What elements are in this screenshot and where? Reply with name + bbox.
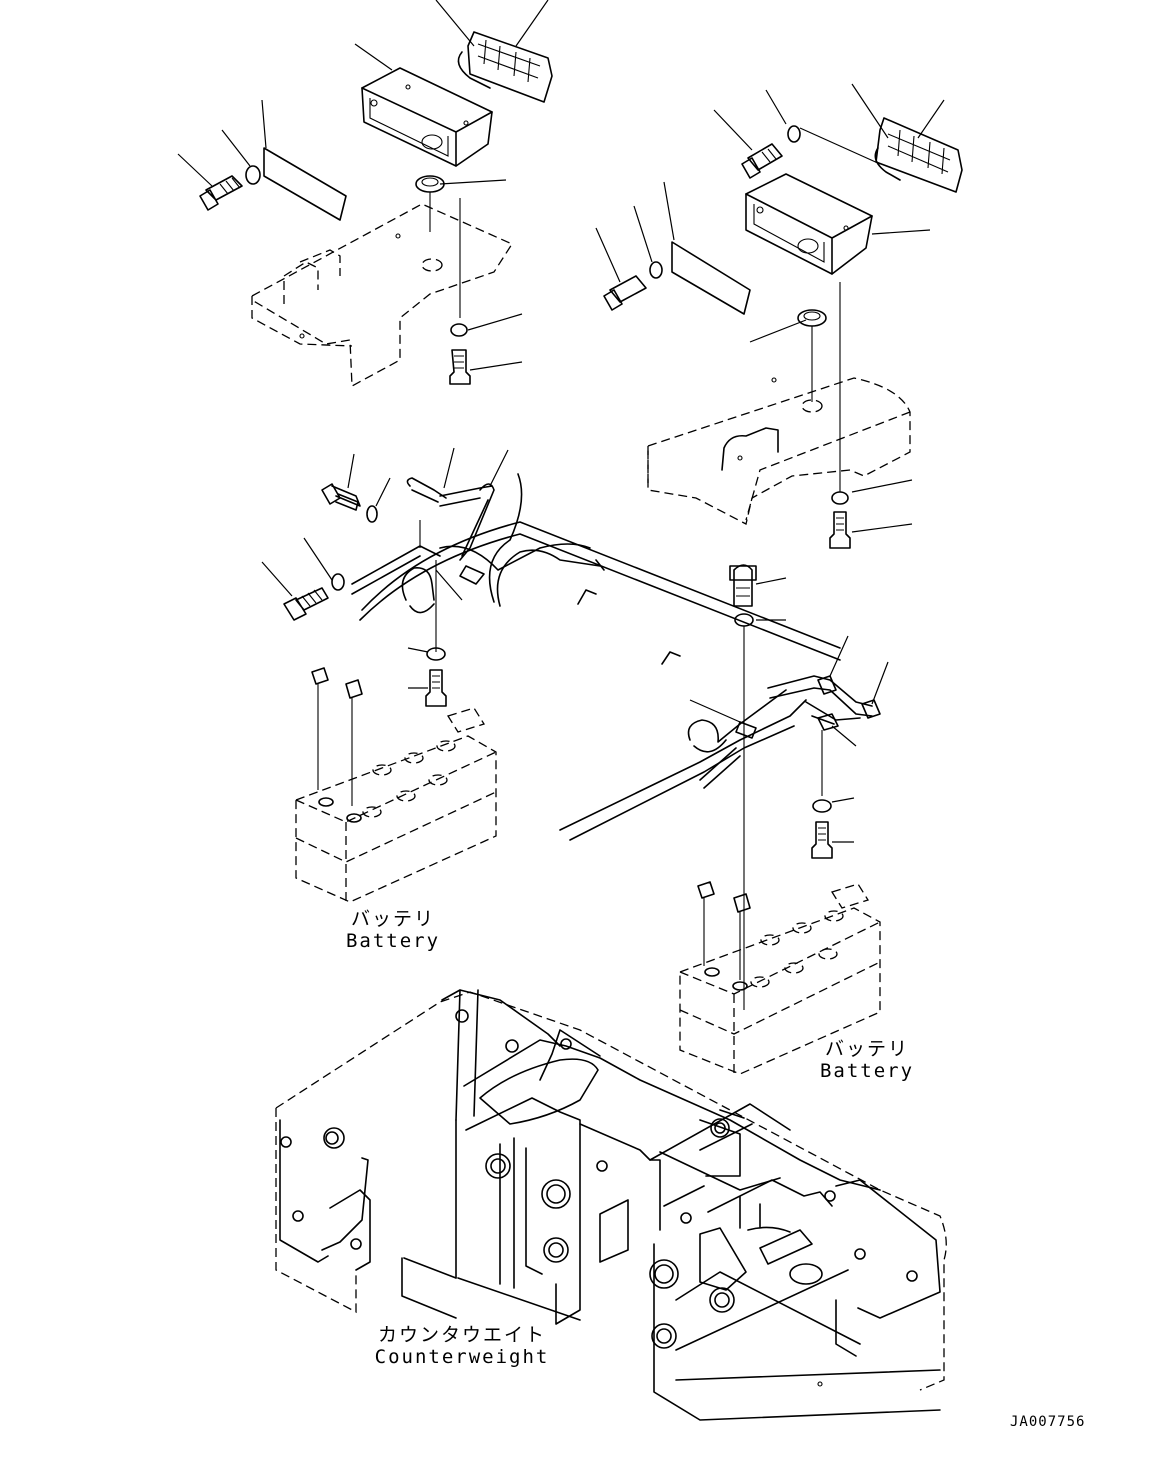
drawing-code: JA007756 bbox=[1010, 1414, 1086, 1430]
harness-right bbox=[559, 564, 889, 1010]
battery-left bbox=[295, 667, 497, 903]
battery-right-label-en: Battery bbox=[819, 1060, 915, 1082]
counterweight-label: カウンタウエイト Counterweight bbox=[364, 1324, 560, 1368]
counterweight-label-jp: カウンタウエイト bbox=[377, 1324, 546, 1346]
switch-box-left bbox=[177, 0, 553, 388]
battery-right-label-jp: バッテリ bbox=[824, 1038, 909, 1060]
battery-right-label: バッテリ Battery bbox=[812, 1038, 922, 1082]
battery-left-label-en: Battery bbox=[345, 930, 441, 952]
battery-right bbox=[679, 881, 881, 1075]
harness-left bbox=[261, 447, 841, 707]
counterweight-label-en: Counterweight bbox=[374, 1346, 550, 1368]
battery-left-label-jp: バッテリ bbox=[350, 908, 435, 930]
switch-box-right bbox=[595, 83, 963, 549]
battery-left-label: バッテリ Battery bbox=[338, 908, 448, 952]
counterweight bbox=[275, 989, 947, 1421]
